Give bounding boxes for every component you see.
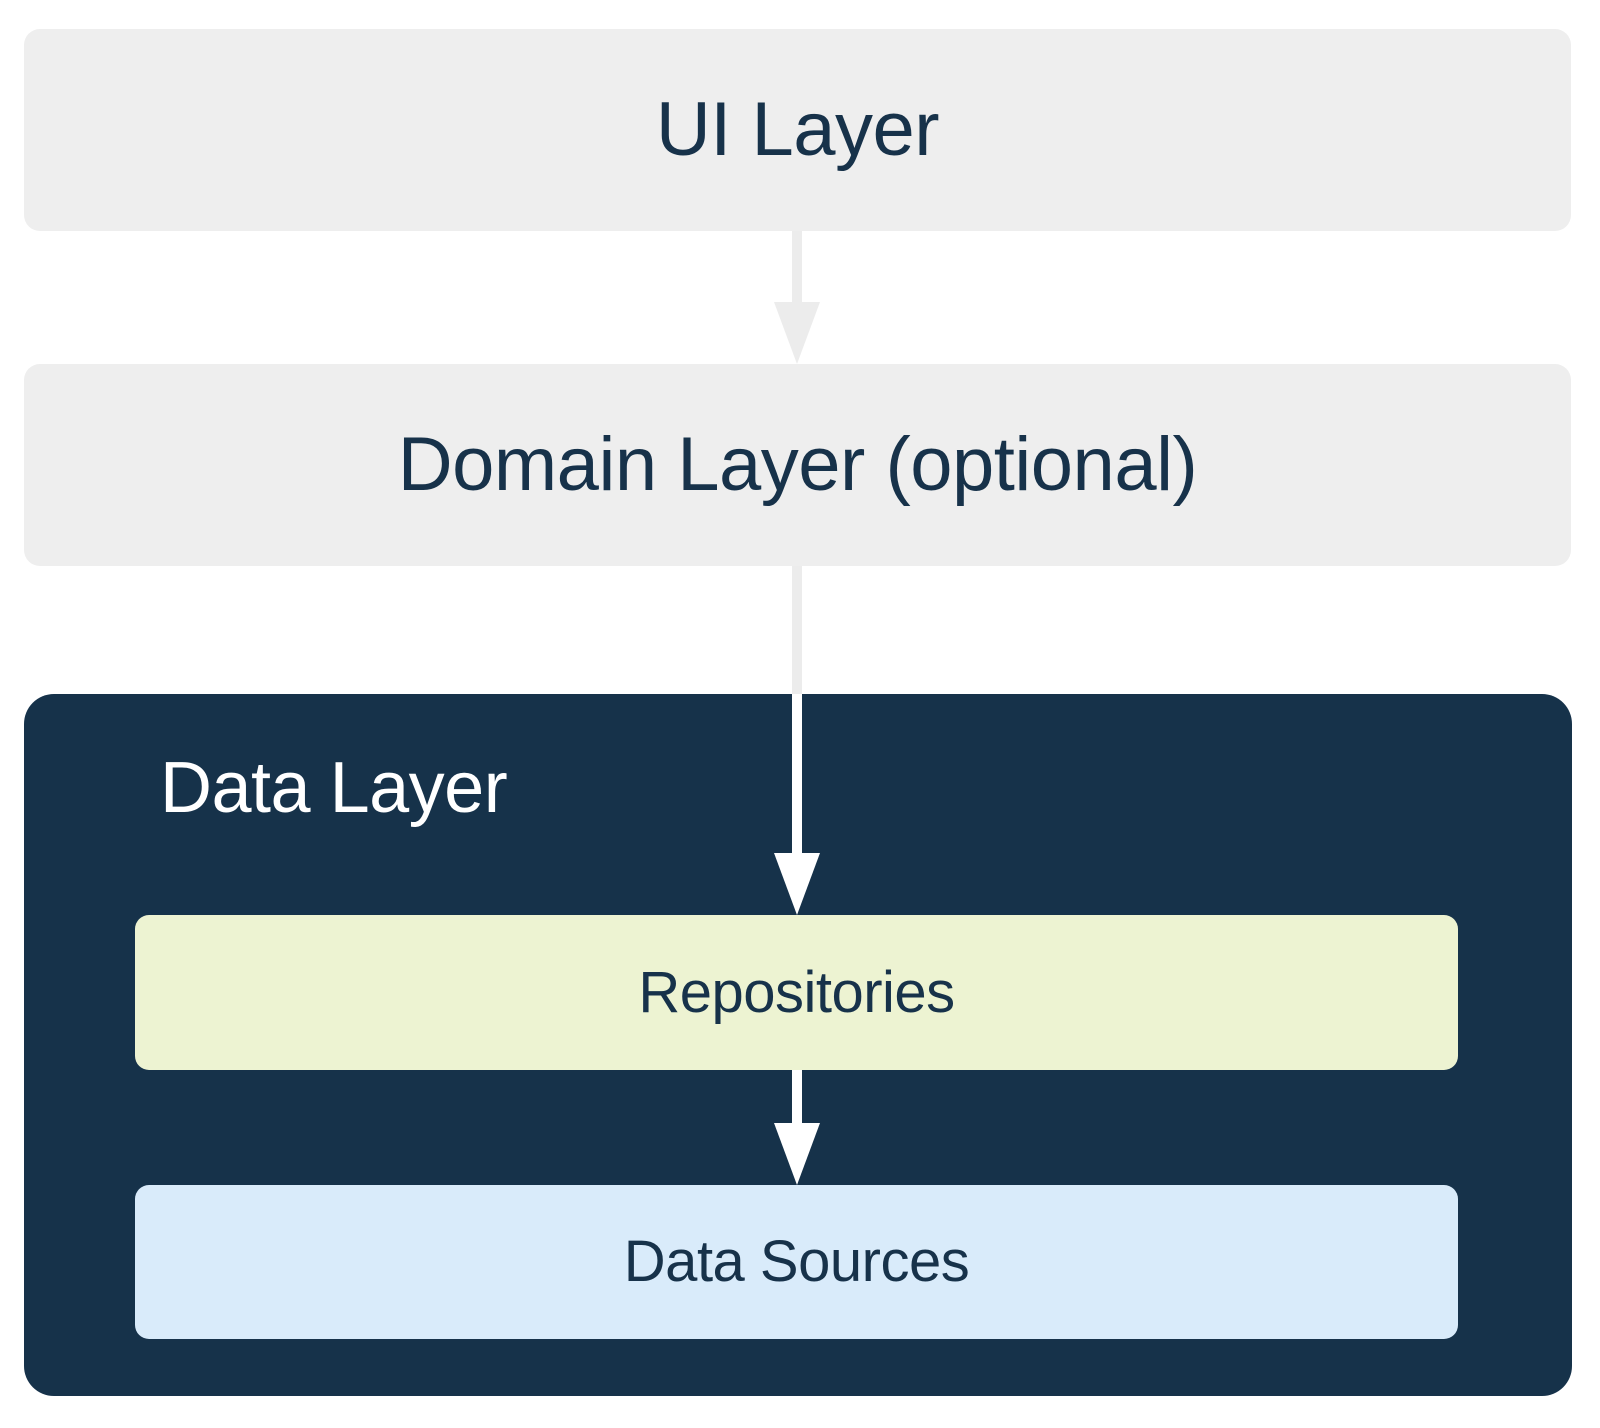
arrow-ui-to-domain-icon [774, 231, 820, 364]
data-sources-label: Data Sources [623, 1229, 970, 1294]
repositories-box[interactable]: Repositories [135, 915, 1458, 1070]
domain-layer-box[interactable]: Domain Layer (optional) [24, 364, 1571, 566]
data-layer-label: Data Layer [160, 748, 508, 828]
repositories-label: Repositories [638, 959, 955, 1025]
arrow-shaft [792, 231, 802, 304]
arrow-head [774, 302, 820, 364]
ui-layer-label: UI Layer [655, 87, 940, 172]
ui-layer-box[interactable]: UI Layer [24, 29, 1571, 231]
arrow-domain-to-data-outer-icon [792, 566, 802, 694]
arrow-shaft [792, 566, 802, 694]
domain-layer-label: Domain Layer (optional) [397, 422, 1198, 507]
data-sources-box[interactable]: Data Sources [135, 1185, 1458, 1339]
